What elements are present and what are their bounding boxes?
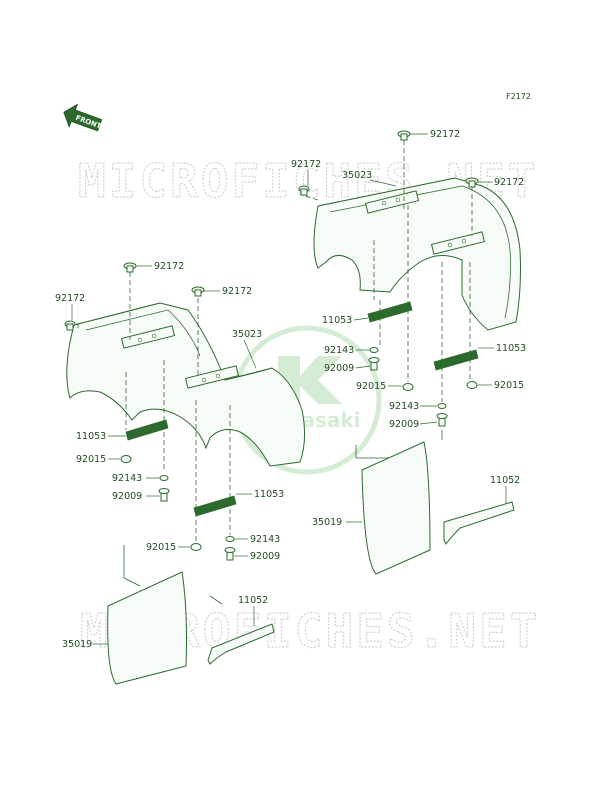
label-35019-b: 35019 — [312, 517, 342, 528]
bracket-11053-c — [367, 301, 413, 323]
bolt-92172-d — [397, 130, 411, 141]
label-92143-c: 92143 — [324, 345, 354, 356]
figure-code: F2172 — [506, 92, 531, 101]
label-11053-d: 11053 — [496, 343, 526, 354]
nut-92015-b — [402, 383, 414, 391]
label-35023-a: 35023 — [232, 329, 262, 340]
label-92015-d: 92015 — [146, 542, 176, 553]
bolt-92172-c — [191, 286, 205, 297]
label-92143-b: 92143 — [250, 534, 280, 545]
label-92172-e: 92172 — [291, 159, 321, 170]
label-35019-a: 35019 — [62, 639, 92, 650]
label-92143-a: 92143 — [112, 473, 142, 484]
label-35023-b: 35023 — [342, 170, 372, 181]
nut-92015-d — [190, 543, 202, 551]
bracket-11052-a — [207, 623, 275, 665]
label-11053-c: 11053 — [322, 315, 352, 326]
label-92172-a: 92172 — [154, 261, 184, 272]
fender-right — [313, 177, 521, 331]
label-92143-d: 92143 — [389, 401, 419, 412]
bracket-11053-d — [433, 349, 479, 371]
bracket-11053-b — [193, 495, 237, 517]
nut-92015-c — [466, 381, 478, 389]
label-11052-b: 11052 — [490, 475, 520, 486]
label-92009-d: 92009 — [389, 419, 419, 430]
label-11053-a: 11053 — [76, 431, 106, 442]
mudflap-35019-b — [361, 441, 431, 575]
washer-92143-c — [369, 347, 379, 353]
bracket-11053-a — [125, 419, 169, 441]
label-92009-b: 92009 — [250, 551, 280, 562]
fender-left — [66, 302, 306, 467]
label-92015-b: 92015 — [356, 381, 386, 392]
label-92015-c: 92015 — [494, 380, 524, 391]
washer-92143-a — [159, 475, 169, 481]
label-92015-a: 92015 — [76, 454, 106, 465]
bracket-11052-b — [443, 501, 515, 545]
bolt-92172-a — [123, 262, 137, 273]
bolt-92009-b — [224, 547, 236, 561]
washer-92143-b — [225, 536, 235, 542]
bolt-92009-a — [158, 488, 170, 502]
label-92009-c: 92009 — [324, 363, 354, 374]
bolt-92172-b — [64, 320, 76, 331]
label-92172-f: 92172 — [494, 177, 524, 188]
bolt-92172-e — [298, 185, 310, 196]
front-arrow-icon: FRONT — [63, 103, 102, 132]
mudflap-35019-a — [107, 571, 187, 685]
bolt-92009-d — [436, 413, 448, 427]
washer-92143-d — [437, 403, 447, 409]
label-92172-d: 92172 — [430, 129, 460, 140]
label-92009-a: 92009 — [112, 491, 142, 502]
bolt-92009-c — [368, 357, 380, 371]
label-11053-b: 11053 — [254, 489, 284, 500]
label-11052-a: 11052 — [238, 595, 268, 606]
nut-92015-a — [120, 455, 132, 463]
label-92172-b: 92172 — [55, 293, 85, 304]
bolt-92172-f — [465, 177, 479, 188]
label-92172-c: 92172 — [222, 286, 252, 297]
